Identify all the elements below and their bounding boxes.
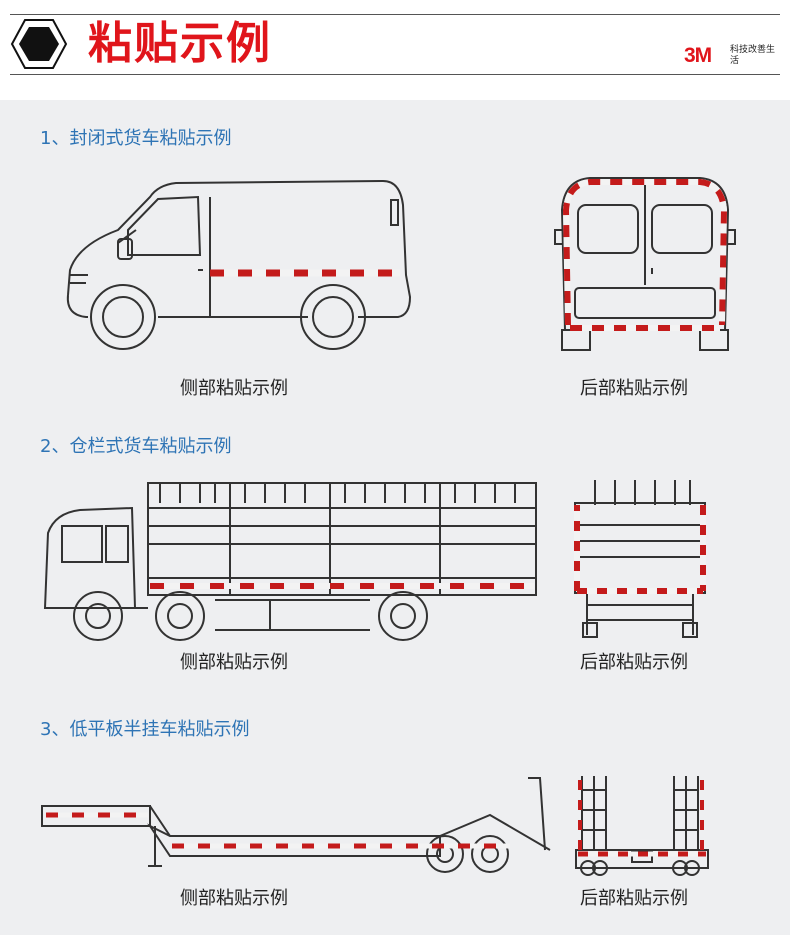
section-1-side-caption: 侧部粘贴示例 [180, 378, 288, 399]
section-1-rear-caption: 后部粘贴示例 [580, 378, 688, 399]
section-2-title: 2、仓栏式货车粘贴示例 [40, 436, 232, 457]
stake-truck-side-illustration [43, 482, 537, 641]
section-2-rear-caption: 后部粘贴示例 [580, 652, 688, 673]
section-3-rear-caption: 后部粘贴示例 [580, 888, 688, 909]
van-side-illustration [66, 179, 412, 350]
section-1-title: 1、封闭式货车粘贴示例 [40, 128, 232, 149]
section-3-title: 3、低平板半挂车粘贴示例 [40, 719, 250, 740]
logo-slogan: 科技改善生活 [730, 45, 776, 66]
stake-truck-rear-illustration [574, 480, 706, 638]
content-area: 1、封闭式货车粘贴示例 [0, 100, 790, 935]
section-2-side-caption: 侧部粘贴示例 [180, 652, 288, 673]
header-top-rule [10, 14, 780, 15]
header-bottom-rule [10, 74, 780, 75]
page-title: 粘贴示例 [88, 18, 272, 69]
lowbed-trailer-rear-illustration [575, 776, 709, 876]
van-rear-illustration [554, 177, 736, 351]
page-header: 粘贴示例 3M 科技改善生活 [0, 0, 790, 100]
section-3-side-caption: 侧部粘贴示例 [180, 888, 288, 909]
logo-mark: 3M [684, 44, 712, 67]
lowbed-trailer-side-illustration [41, 777, 551, 873]
hexagon-icon [10, 18, 68, 70]
